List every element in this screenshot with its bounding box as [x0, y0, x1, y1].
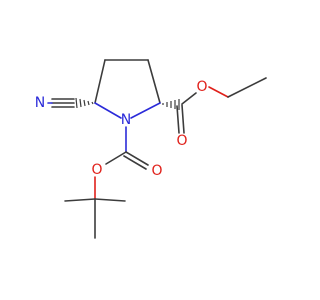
atom-carbamate-carbonyl-oxygen: O — [151, 163, 162, 179]
bond-tbu-left — [64, 198, 96, 202]
bond-carbamate-c-o-carbonyl-2 — [123, 155, 147, 170]
atom-ester-carbonyl-oxygen: O — [176, 133, 187, 149]
hashed-wedge-bond-c2 — [75, 97, 94, 109]
bond-ester-c-o-ether — [181, 92, 197, 105]
bond-ethyl-c-c — [227, 77, 267, 98]
bond-ester-o-c — [208, 86, 229, 98]
hashed-wedge-bond-c5 — [162, 99, 180, 110]
triple-bond-nitrile — [47, 98, 75, 108]
bond-tbu-right — [94, 198, 126, 202]
bond-ring-c5-n — [130, 102, 161, 119]
bond-carbamate-c-o-carbonyl-1 — [125, 151, 149, 166]
atom-nitrile-nitrogen: N — [35, 95, 45, 111]
atom-ester-ether-oxygen: O — [196, 79, 207, 95]
bond-ester-c-o-carbonyl — [181, 104, 185, 134]
bond-carbamate-c-o-ether — [105, 151, 127, 165]
bond-ring-c2-c3 — [94, 59, 106, 104]
bond-ring-n-c2 — [94, 102, 122, 119]
atom-ring-nitrogen: N — [121, 112, 131, 128]
atom-carbamate-ether-oxygen: O — [91, 162, 102, 178]
structure-diagram: N N O O O O — [35, 59, 267, 239]
bond-ring-c4-c5 — [147, 59, 161, 104]
bond-ester-c-o-carbonyl-2 — [176, 105, 180, 134]
